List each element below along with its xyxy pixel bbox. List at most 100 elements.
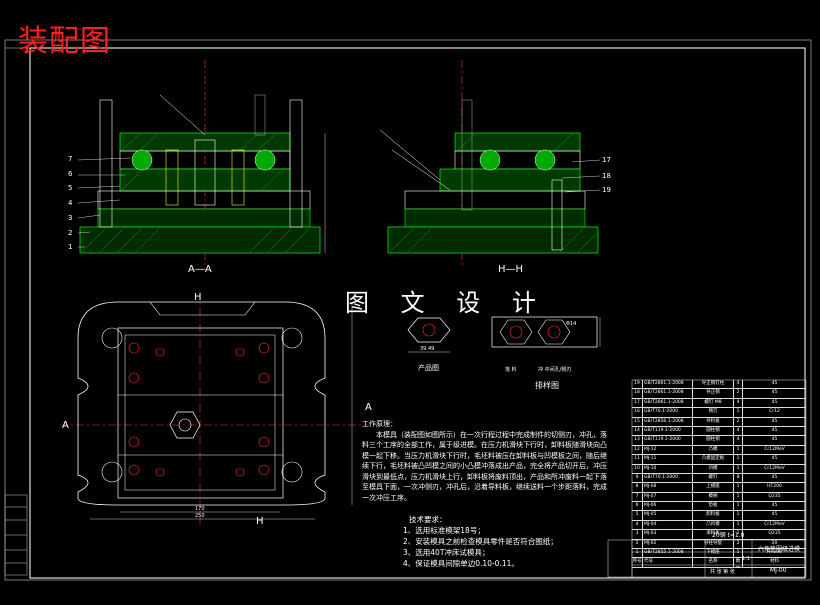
bom-cell: 5 bbox=[632, 511, 643, 520]
bom-cell: 4 bbox=[734, 436, 743, 445]
sheet-info: 共 张 第 张 bbox=[710, 569, 735, 575]
part-number-7: 7 bbox=[68, 155, 73, 163]
part-number-1: 1 bbox=[68, 243, 73, 251]
bom-cell: 45 bbox=[771, 437, 778, 443]
drawing-number: MJ-00 bbox=[770, 567, 787, 574]
bom-cell: GB/T2861.1-2008 bbox=[643, 380, 693, 389]
bom-cell: GB/T70.1-2000 bbox=[643, 473, 693, 483]
section-aa-label: A—A bbox=[188, 264, 212, 275]
section-hh bbox=[379, 60, 601, 265]
plan-a-left-label: A bbox=[62, 420, 69, 431]
part-number-19: 19 bbox=[602, 186, 611, 194]
strip-label: 排样图 bbox=[535, 381, 559, 390]
part-number-17: 17 bbox=[602, 156, 611, 164]
bom-cell: 45 bbox=[771, 456, 778, 462]
bom-cell: 1 bbox=[734, 445, 743, 455]
bom-cell: 11 bbox=[632, 455, 643, 464]
bom-cell: MJ-07 bbox=[643, 492, 693, 502]
bom-cell: 12 bbox=[632, 445, 643, 455]
bom-cell: 45 bbox=[771, 503, 778, 509]
bom-cell: 10 bbox=[632, 464, 643, 473]
outer-frame bbox=[4, 39, 812, 581]
bom-cell: Cr12MoV bbox=[764, 446, 785, 452]
bom-cell: 8 bbox=[734, 473, 743, 483]
bom-cell: 凸凹模 bbox=[693, 520, 734, 530]
bom-cell: 导料板 bbox=[693, 417, 734, 426]
bom-cell: 9 bbox=[632, 473, 643, 483]
bom-cell: 2 bbox=[734, 417, 743, 426]
bom-cell: MJ-12 bbox=[643, 445, 693, 455]
bom-cell: 上模座 bbox=[693, 483, 734, 492]
plan-width-dim-2: 250 bbox=[195, 513, 205, 519]
bom-cell: 17 bbox=[632, 398, 643, 408]
bom-cell: MJ-10 bbox=[643, 464, 693, 473]
bom-header-cell: 材料 bbox=[770, 559, 779, 565]
bom-cell: 垫板 bbox=[693, 502, 734, 511]
bom-cell: GB/T2861.1-2008 bbox=[643, 398, 693, 408]
bom-cell: 7 bbox=[632, 492, 643, 502]
bom-cell: 8 bbox=[632, 483, 643, 492]
bom-cell: 卸料板 bbox=[693, 511, 734, 520]
bom-cell: 45 bbox=[771, 474, 778, 480]
bom-cell: 6 bbox=[632, 502, 643, 511]
bom-cell: 圆柱销 bbox=[693, 426, 734, 436]
bom-header-cell: 数量 bbox=[734, 558, 743, 567]
plan-a-right-label: A bbox=[365, 402, 372, 413]
bom-cell: 螺钉 bbox=[693, 473, 734, 483]
bom-cell: 1 bbox=[632, 549, 643, 558]
bom-cell: 圆柱销 bbox=[693, 436, 734, 445]
drawing-title: 装配图 bbox=[18, 24, 111, 59]
plan-h-top-label: H bbox=[194, 292, 202, 303]
bom-cell: MJ-05 bbox=[643, 511, 693, 520]
bom-cell: GB/T119.1-2000 bbox=[643, 426, 693, 436]
bom-cell: GB/T70.1-2000 bbox=[643, 408, 693, 417]
bom-cell: Q235 bbox=[768, 531, 781, 537]
watermark-text: 图 文 设 计 bbox=[345, 289, 548, 317]
plan-h-bottom-label: H bbox=[256, 516, 264, 527]
plan-width-dim-1: 170 bbox=[195, 506, 205, 512]
bom-cell: 16 bbox=[632, 408, 643, 417]
bom-cell: 3 bbox=[632, 530, 643, 539]
bom-header-row: 序号代号名称数量材料 bbox=[632, 558, 806, 568]
drawing-name: 六角垫圈级进模 bbox=[758, 546, 801, 553]
bom-cell: 导柱导套 bbox=[693, 539, 734, 548]
bom-header-cell: 名称 bbox=[693, 558, 734, 567]
bom-cell: 1 bbox=[734, 530, 743, 539]
bom-cell: 45 bbox=[771, 390, 778, 396]
bom-cell: 15 bbox=[632, 417, 643, 426]
bom-cell: GB/T119.1-2000 bbox=[643, 436, 693, 445]
section-hh-label: H—H bbox=[498, 264, 524, 275]
bom-cell: 1 bbox=[734, 492, 743, 502]
bom-cell: 19 bbox=[632, 380, 643, 389]
scale-value: 1:1 bbox=[742, 556, 751, 562]
part-number-2: 2 bbox=[68, 229, 73, 237]
bom-cell: 45 bbox=[771, 381, 778, 386]
bom-cell: 4 bbox=[734, 426, 743, 436]
bom-cell: GB/T2861.1-2008 bbox=[643, 389, 693, 398]
bom-cell: 1 bbox=[734, 464, 743, 473]
strip-layout bbox=[491, 316, 601, 348]
bom-cell: 1 bbox=[734, 502, 743, 511]
bom-cell: 20 bbox=[771, 540, 778, 546]
strip-sublabel-pierce: 冲 中间孔/侧刃 bbox=[538, 367, 572, 373]
tech-item: 4、保证模具间隙单边0.10-0.11。 bbox=[403, 559, 519, 568]
bom-cell: 下模座 bbox=[693, 549, 734, 558]
bom-cell: 侧刃 bbox=[693, 408, 734, 417]
bom-cell: 4 bbox=[632, 520, 643, 530]
product-label: 产品图 bbox=[418, 364, 439, 372]
part-number-4: 4 bbox=[68, 199, 73, 207]
bom-cell: 1 bbox=[734, 520, 743, 530]
bom-header-cell: 代号 bbox=[643, 558, 693, 567]
working-principle: 工作原理： 本模具（装配图如图所示）在一次行程过程中完成制件的切侧刃，冲孔，落料… bbox=[362, 419, 612, 503]
